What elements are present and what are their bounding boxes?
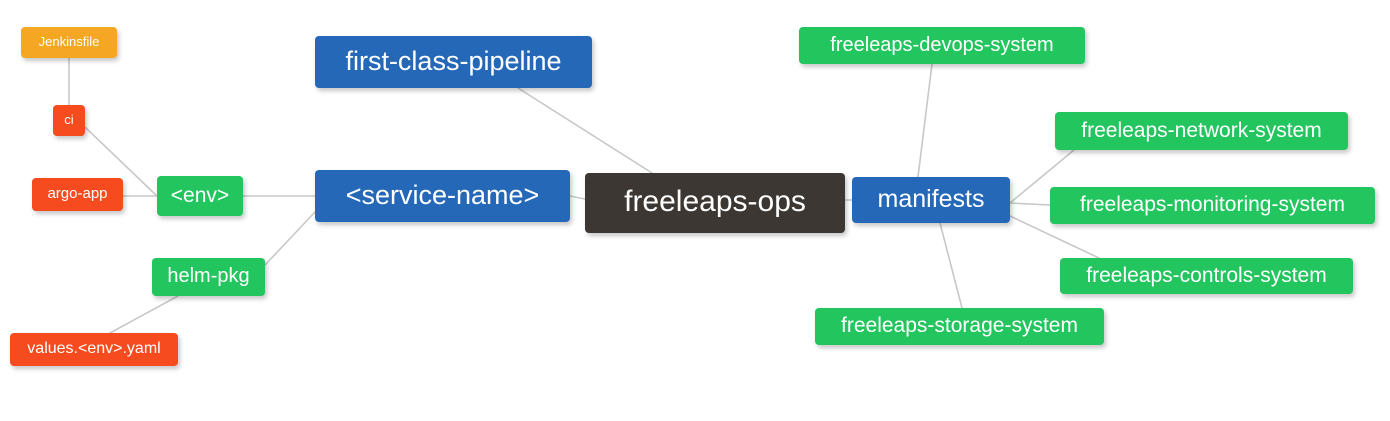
node-label-env: <env>: [170, 183, 230, 207]
node-label-helm-pkg: helm-pkg: [167, 265, 250, 287]
node-label-jenkinsfile: Jenkinsfile: [38, 34, 100, 49]
node-label-argo-app: argo-app: [47, 185, 108, 202]
node-label-service-name: <service-name>: [345, 179, 540, 210]
edge-manifests-to-freeleaps-storage-system: [939, 222, 963, 309]
edge-helm-pkg-to-values-yaml: [109, 295, 179, 334]
edge-service-name-to-freeleaps-ops: [569, 195, 586, 200]
node-label-ci: ci: [64, 112, 74, 127]
edge-ci-to-env: [84, 126, 158, 197]
node-label-manifests: manifests: [877, 184, 985, 213]
node-label-freeleaps-controls-system: freeleaps-controls-system: [1086, 263, 1327, 287]
node-freeleaps-storage-system[interactable]: freeleaps-storage-system: [815, 308, 1104, 345]
node-freeleaps-ops[interactable]: freeleaps-ops: [585, 173, 845, 233]
node-freeleaps-network-system[interactable]: freeleaps-network-system: [1055, 112, 1348, 150]
node-freeleaps-controls-system[interactable]: freeleaps-controls-system: [1060, 258, 1353, 294]
node-service-name[interactable]: <service-name>: [315, 170, 570, 222]
edge-manifests-to-freeleaps-devops-system: [917, 63, 933, 178]
node-freeleaps-monitoring-system[interactable]: freeleaps-monitoring-system: [1050, 187, 1375, 224]
node-label-freeleaps-ops: freeleaps-ops: [624, 185, 806, 218]
node-values-yaml[interactable]: values.<env>.yaml: [10, 333, 178, 366]
edge-manifests-to-freeleaps-monitoring-system: [1009, 202, 1051, 206]
node-label-first-class-pipeline: first-class-pipeline: [345, 45, 562, 76]
edge-manifests-to-freeleaps-network-system: [1009, 149, 1075, 204]
node-label-values-yaml: values.<env>.yaml: [27, 339, 161, 357]
node-label-freeleaps-storage-system: freeleaps-storage-system: [841, 314, 1078, 337]
node-freeleaps-devops-system[interactable]: freeleaps-devops-system: [799, 27, 1085, 64]
node-label-freeleaps-devops-system: freeleaps-devops-system: [830, 33, 1054, 56]
edge-manifests-to-freeleaps-controls-system: [1009, 215, 1100, 259]
node-helm-pkg[interactable]: helm-pkg: [152, 258, 265, 296]
node-argo-app[interactable]: argo-app: [32, 178, 123, 211]
node-jenkinsfile[interactable]: Jenkinsfile: [21, 27, 117, 58]
node-label-freeleaps-network-system: freeleaps-network-system: [1081, 118, 1322, 142]
node-label-freeleaps-monitoring-system: freeleaps-monitoring-system: [1080, 193, 1345, 216]
node-ci[interactable]: ci: [53, 105, 85, 136]
node-manifests[interactable]: manifests: [852, 177, 1010, 223]
node-first-class-pipeline[interactable]: first-class-pipeline: [315, 36, 592, 88]
node-env[interactable]: <env>: [157, 176, 243, 216]
edge-service-name-to-helm-pkg: [264, 211, 316, 266]
edge-first-class-pipeline-to-freeleaps-ops: [517, 87, 653, 174]
